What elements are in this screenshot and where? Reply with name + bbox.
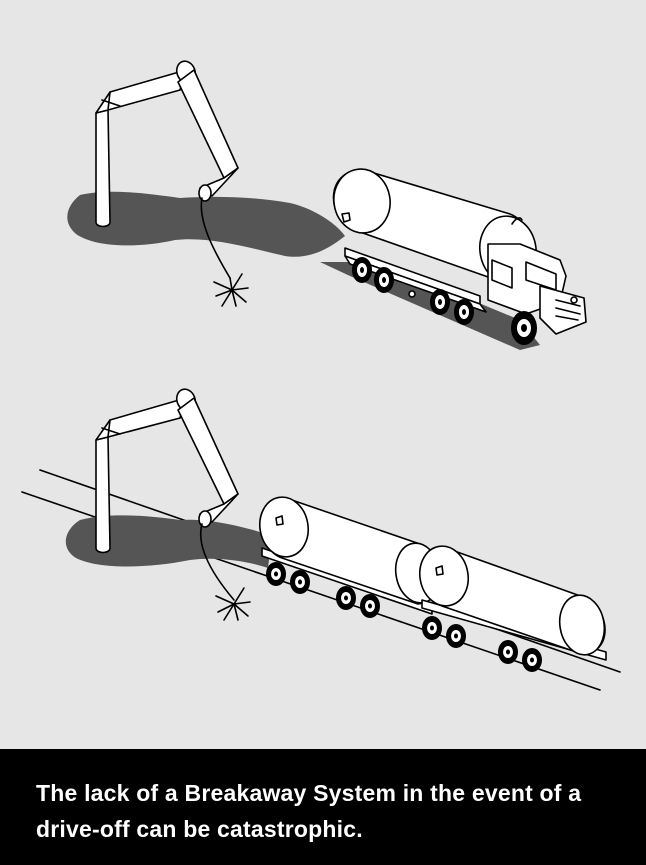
tanker-truck bbox=[329, 165, 586, 345]
rail-tank-car-2 bbox=[415, 542, 609, 672]
spark-icon bbox=[216, 588, 250, 620]
loading-arm-top bbox=[96, 59, 248, 306]
illustration-panel bbox=[0, 0, 646, 749]
caption-band: The lack of a Breakaway System in the ev… bbox=[0, 749, 646, 865]
rail-scene bbox=[22, 387, 620, 690]
loading-arm-bottom bbox=[96, 387, 250, 620]
truck-scene bbox=[67, 59, 586, 350]
caption-text: The lack of a Breakaway System in the ev… bbox=[36, 775, 626, 847]
rail-tank-car-1 bbox=[255, 493, 445, 618]
spark-icon bbox=[214, 274, 248, 306]
